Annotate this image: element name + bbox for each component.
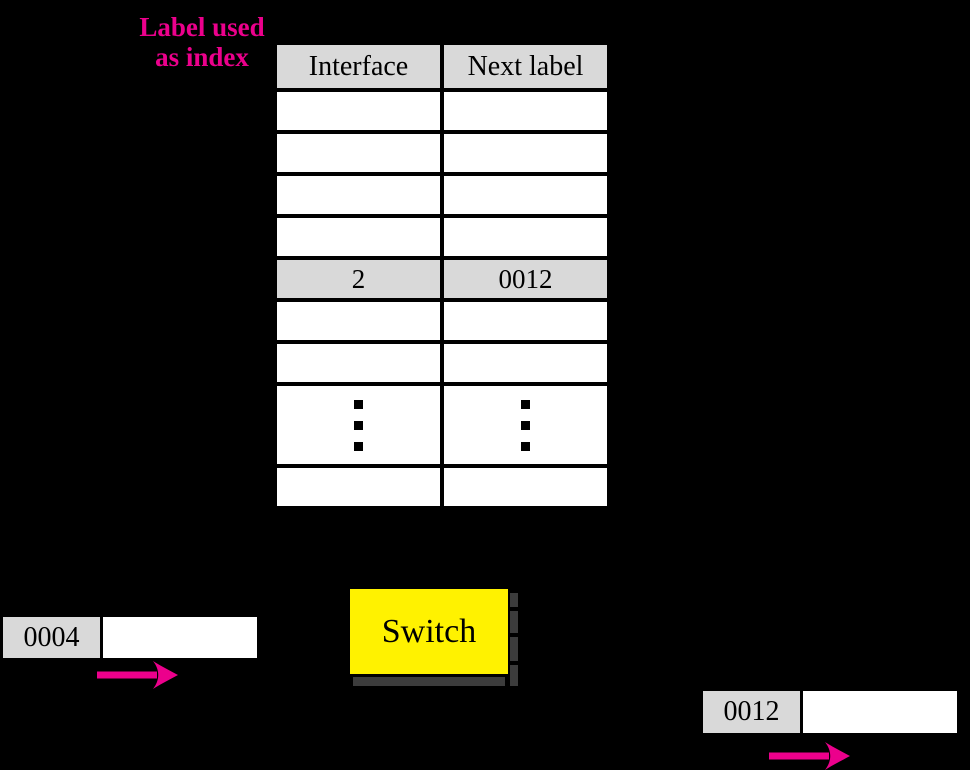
header-cell-interface: Interface	[277, 45, 440, 88]
outgoing-packet-label-box: 0012	[703, 691, 800, 733]
cell-next-label-ellipsis	[444, 386, 607, 464]
table-row	[277, 218, 607, 256]
cell-interface-ellipsis	[277, 386, 440, 464]
outgoing-arrow-icon	[769, 742, 850, 770]
cell-next-label	[444, 92, 607, 130]
switch-shadow-segment	[353, 677, 505, 686]
vertical-ellipsis-icon	[354, 394, 363, 457]
incoming-packet-payload-box	[103, 617, 257, 658]
switch-node: Switch	[348, 587, 510, 676]
table-row	[277, 468, 607, 506]
cell-next-label	[444, 176, 607, 214]
table-row-ellipsis	[277, 386, 607, 464]
cell-interface	[277, 218, 440, 256]
arrow-head	[825, 742, 850, 770]
table-header-row: Interface Next label	[277, 45, 607, 88]
table-row	[277, 302, 607, 340]
incoming-packet-label: 0004	[23, 621, 80, 653]
switch-shadow-segment	[510, 593, 518, 607]
label-switching-table: Interface Next label 2 0012	[277, 45, 607, 510]
header-cell-next-label: Next label	[444, 45, 607, 88]
switch-shadow-segment	[510, 611, 518, 633]
caption-line-1: Label used	[139, 12, 265, 42]
incoming-arrow-icon	[97, 661, 178, 689]
table-row	[277, 134, 607, 172]
cell-interface	[277, 302, 440, 340]
table-row	[277, 176, 607, 214]
outgoing-packet-payload-box	[803, 691, 957, 733]
switch-shadow-segment	[510, 637, 518, 661]
arrow-head	[153, 661, 178, 689]
cell-interface	[277, 468, 440, 506]
caption-line-2: as index	[155, 42, 249, 72]
cell-interface-value: 2	[277, 260, 440, 298]
vertical-ellipsis-icon	[521, 394, 530, 457]
switch-label: Switch	[381, 612, 477, 650]
cell-next-label	[444, 344, 607, 382]
outgoing-packet-label: 0012	[723, 696, 780, 727]
cell-interface	[277, 344, 440, 382]
caption-label-used-as-index: Label used as index	[118, 12, 286, 72]
table-row	[277, 344, 607, 382]
cell-next-label	[444, 134, 607, 172]
table-row-highlighted: 2 0012	[277, 260, 607, 298]
incoming-packet-label-box: 0004	[3, 617, 100, 658]
cell-interface	[277, 176, 440, 214]
cell-interface	[277, 92, 440, 130]
cell-next-label	[444, 302, 607, 340]
switch-shadow-segment	[510, 665, 518, 686]
cell-next-label	[444, 218, 607, 256]
cell-next-label-value: 0012	[444, 260, 607, 298]
cell-next-label	[444, 468, 607, 506]
table-row	[277, 92, 607, 130]
cell-interface	[277, 134, 440, 172]
